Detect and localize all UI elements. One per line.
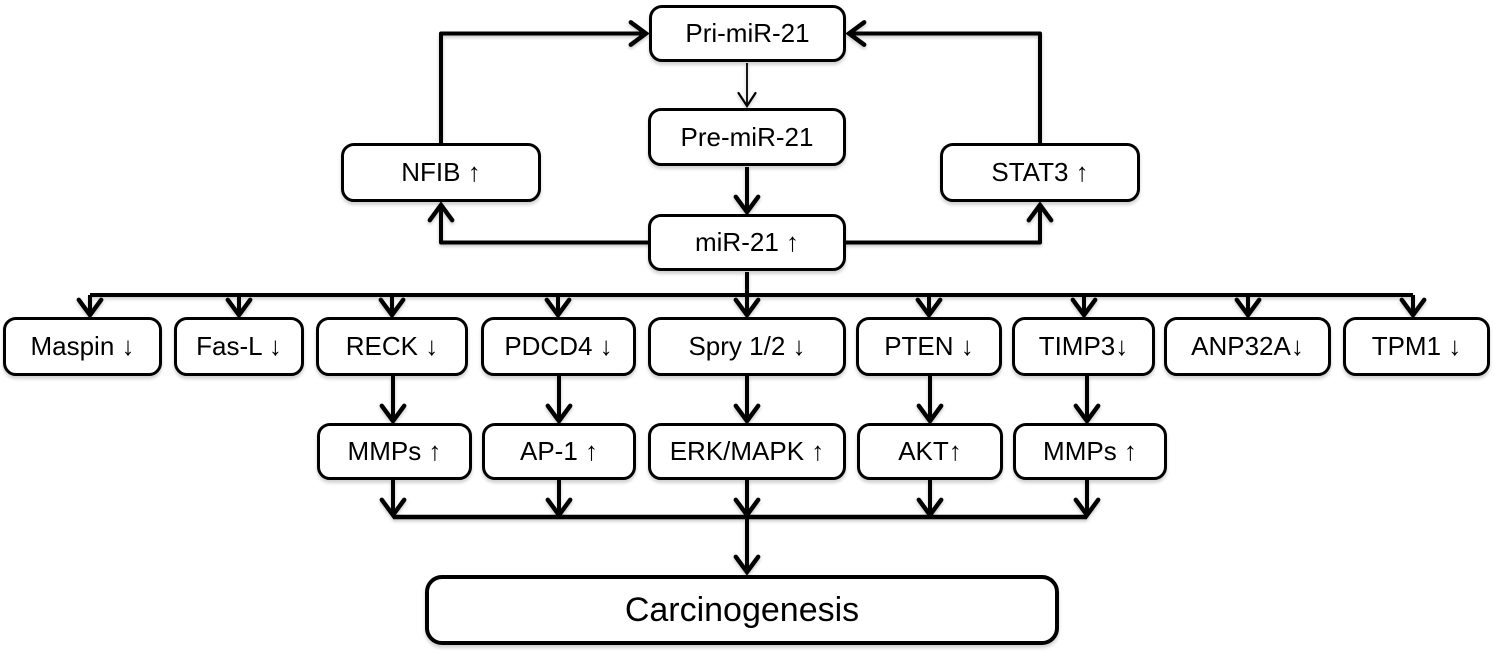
node-fas-l: Fas-L ↓ bbox=[174, 317, 304, 376]
node-label: Spry 1/2 ↓ bbox=[688, 331, 806, 361]
node-ap-1: AP-1 ↑ bbox=[482, 423, 636, 480]
node-label: NFIB ↑ bbox=[401, 157, 481, 187]
node-label: PTEN ↓ bbox=[884, 331, 974, 361]
node-label: MMPs ↑ bbox=[1043, 436, 1137, 466]
node-nfib: NFIB ↑ bbox=[341, 143, 541, 202]
node-label: ANP32A↓ bbox=[1191, 331, 1304, 361]
node-pten: PTEN ↓ bbox=[856, 317, 1002, 376]
node-label: TPM1 ↓ bbox=[1371, 331, 1462, 361]
node-label: TIMP3↓ bbox=[1038, 331, 1129, 361]
node-label: MMPs ↑ bbox=[347, 436, 442, 466]
node-tpm1: TPM1 ↓ bbox=[1343, 317, 1490, 376]
edge-group bbox=[76, 20, 1427, 576]
node-label: miR-21 ↑ bbox=[694, 227, 799, 257]
node-label: RECK ↓ bbox=[345, 331, 439, 361]
node-mir-21: miR-21 ↑ bbox=[648, 214, 846, 271]
node-mmps-right: MMPs ↑ bbox=[1013, 423, 1167, 480]
node-timp3: TIMP3↓ bbox=[1012, 317, 1155, 376]
node-stat3: STAT3 ↑ bbox=[940, 143, 1140, 202]
node-label: Carcinogenesis bbox=[624, 590, 860, 629]
node-maspin: Maspin ↓ bbox=[3, 317, 162, 376]
node-label: Pre-miR-21 bbox=[680, 121, 814, 152]
node-akt: AKT↑ bbox=[857, 423, 1003, 480]
node-label: AKT↑ bbox=[898, 436, 962, 466]
node-label: Maspin ↓ bbox=[30, 331, 135, 361]
node-mmps-left: MMPs ↑ bbox=[317, 423, 472, 480]
node-label: ERK/MAPK ↑ bbox=[669, 436, 825, 466]
node-label: PDCD4 ↓ bbox=[504, 331, 613, 361]
node-anp32a: ANP32A↓ bbox=[1164, 317, 1331, 376]
node-label: Pri-miR-21 bbox=[685, 18, 810, 48]
node-label: AP-1 ↑ bbox=[519, 436, 599, 466]
node-label: Fas-L ↓ bbox=[196, 331, 282, 361]
node-pdcd4: PDCD4 ↓ bbox=[481, 317, 636, 376]
node-carcinogenesis: Carcinogenesis bbox=[425, 575, 1059, 645]
node-label: STAT3 ↑ bbox=[991, 157, 1089, 187]
node-pre-mir-21: Pre-miR-21 bbox=[648, 108, 846, 166]
node-reck: RECK ↓ bbox=[316, 317, 468, 376]
node-spry-1-2: Spry 1/2 ↓ bbox=[648, 317, 846, 376]
node-pri-mir-21: Pri-miR-21 bbox=[649, 5, 846, 62]
node-erk-mapk: ERK/MAPK ↑ bbox=[648, 423, 846, 480]
